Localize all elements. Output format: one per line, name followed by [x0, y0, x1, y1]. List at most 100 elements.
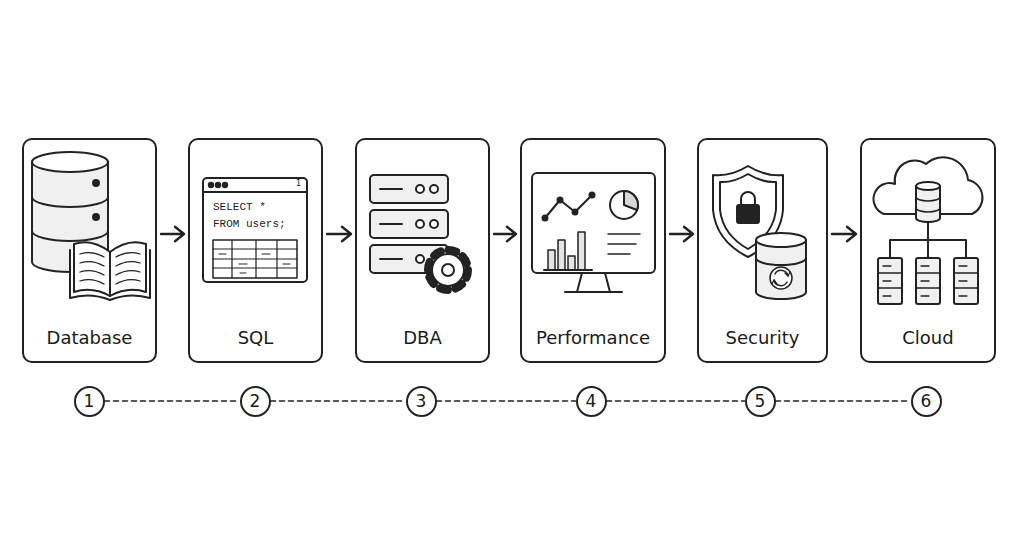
backup-database-icon-part	[756, 258, 806, 265]
book-icon	[70, 242, 150, 300]
backup-database-icon-part	[772, 272, 790, 284]
monitor-icon-part	[544, 269, 592, 271]
gear-icon-part	[442, 264, 454, 276]
shield-icon-part	[737, 205, 759, 223]
shield-icon-part	[741, 192, 755, 205]
flow-arrow	[832, 227, 856, 241]
monitor-icon	[532, 173, 655, 292]
monitor-icon-part	[565, 273, 622, 292]
dashed-step-line	[105, 400, 240, 402]
dashed-step-line	[607, 400, 745, 402]
step-number: 1	[84, 393, 95, 410]
server-icon-part	[416, 185, 424, 193]
monitor-icon-part	[545, 195, 592, 218]
stage-label: DBA	[403, 327, 442, 348]
query-window-icon-part	[216, 183, 220, 187]
cloud-icon-part	[878, 258, 902, 304]
cloud-icon-part	[878, 273, 978, 288]
monitor-icon-part	[543, 216, 548, 221]
flow-arrow	[161, 227, 184, 241]
database-icon-part	[32, 152, 108, 172]
book-icon-part	[74, 242, 110, 296]
server-icon-part	[416, 255, 424, 263]
monitor-icon-part	[608, 234, 640, 254]
flow-arrow	[670, 227, 693, 241]
stage-label: Cloud	[902, 327, 953, 348]
database-icon-part	[32, 197, 108, 207]
monitor-icon-part	[558, 240, 565, 270]
shield-icon-part	[720, 174, 776, 249]
stage-box: Database	[22, 138, 157, 363]
stage-box: Performance	[520, 138, 666, 363]
query-window-icon	[203, 178, 307, 282]
database-icon-part	[93, 180, 99, 186]
window-tab-number: 1	[296, 179, 301, 188]
query-window-icon-part	[209, 183, 213, 187]
sql-code-line: SELECT *	[213, 201, 266, 213]
stage-box: DBA	[355, 138, 490, 363]
monitor-icon-part	[590, 193, 595, 198]
database-icon-part	[32, 162, 108, 272]
backup-database-icon	[756, 233, 806, 299]
query-window-icon-part	[213, 240, 297, 278]
step-number: 6	[921, 393, 932, 410]
step-number: 3	[416, 393, 427, 410]
monitor-icon-part	[548, 250, 555, 270]
book-icon-part	[80, 253, 104, 284]
query-window-icon-part	[219, 254, 290, 273]
book-icon-part	[116, 253, 140, 284]
monitor-icon-part	[578, 232, 585, 270]
step-number-circle: 2	[240, 386, 271, 417]
cloud-icon	[874, 157, 983, 304]
monitor-icon-part	[568, 256, 575, 270]
stage-box: SQL	[188, 138, 323, 363]
server-icon-part	[370, 175, 448, 203]
monitor-icon-part	[573, 210, 578, 215]
step-number: 4	[586, 393, 597, 410]
stage-box: Cloud	[860, 138, 996, 363]
server-icon-part	[430, 220, 438, 228]
database-icon-part	[93, 214, 99, 220]
server-icon-part	[430, 185, 438, 193]
monitor-icon-part	[532, 173, 655, 273]
query-window-icon-part	[203, 191, 307, 193]
backup-database-icon-part	[774, 270, 788, 285]
server-icon-part	[370, 245, 448, 273]
backup-database-icon-part	[756, 240, 806, 299]
shield-icon	[713, 166, 783, 257]
query-window-icon-part	[223, 183, 227, 187]
dashed-step-line	[776, 400, 911, 402]
stage-label: Performance	[536, 327, 650, 348]
book-icon-part	[70, 250, 150, 300]
cloud-icon-part	[883, 266, 967, 296]
dashed-step-line	[271, 400, 406, 402]
shield-icon-part	[713, 166, 783, 257]
dashed-step-line	[437, 400, 576, 402]
stage-label: Database	[47, 327, 133, 348]
server-icon-part	[380, 223, 402, 225]
database-icon	[32, 152, 108, 272]
step-number-circle: 6	[911, 386, 942, 417]
cloud-icon-part	[916, 258, 940, 304]
query-window-icon-part	[203, 178, 307, 282]
cloud-icon-part	[954, 258, 978, 304]
gear-icon-part	[428, 250, 468, 290]
step-number-circle: 4	[576, 386, 607, 417]
query-window-icon-part	[213, 240, 297, 278]
server-icon	[370, 175, 448, 273]
gear-icon-part	[432, 254, 464, 286]
monitor-icon-part	[610, 191, 638, 219]
cloud-icon-part	[890, 222, 966, 258]
server-icon-part	[370, 210, 448, 238]
backup-database-icon-part	[770, 267, 792, 289]
cloud-icon-part	[916, 182, 940, 190]
gear-icon	[428, 250, 468, 290]
stage-label: Security	[726, 327, 800, 348]
server-icon-part	[380, 188, 402, 190]
flow-arrow	[327, 227, 351, 241]
cloud-icon-part	[916, 197, 940, 212]
monitor-icon-part	[558, 198, 563, 203]
cloud-icon-part	[874, 157, 983, 214]
stage-label: SQL	[238, 327, 274, 348]
